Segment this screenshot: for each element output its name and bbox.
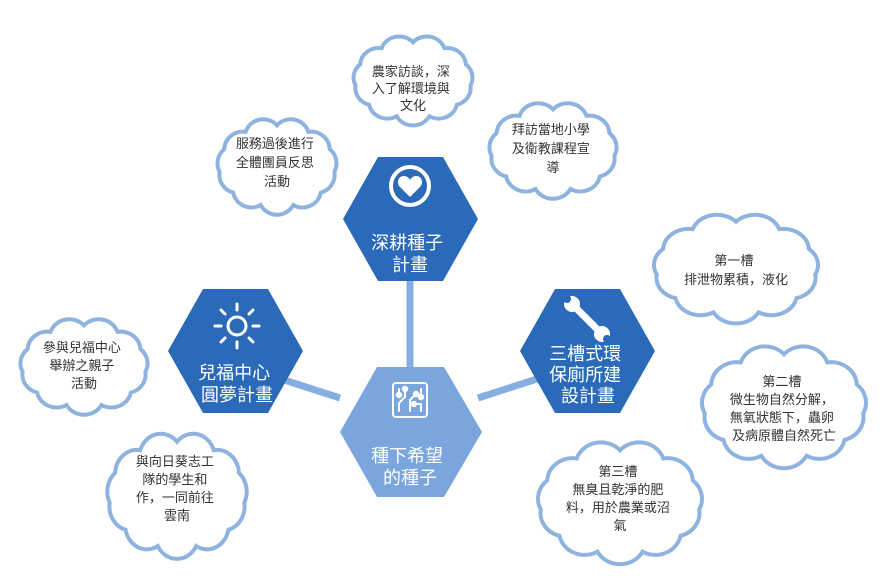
cloud-tank2-line-4: 及病原體自然死亡 [732,428,836,444]
cloud-farmer-text: 農家訪談，深 入了解環境與 文化 [372,64,454,114]
cloud-farmer: 農家訪談，深 入了解環境與 文化 [354,36,473,125]
cloud-tank3-shape [538,442,702,564]
cloud-school-shape [489,103,616,199]
hub-toilet: 三槽式環 保廁所建 設計畫 [520,289,655,413]
cloud-sunflower-shape [107,434,246,559]
cloud-tank3-line-1: 第三槽 [598,465,637,480]
cloud-farmer-shape [354,36,473,125]
connector-center-toilet [476,374,542,402]
cloud-reflect-text: 服務過後進行 全體團員反思 活動 [236,137,318,190]
cloud-tank2-line-1: 第二槽 [762,375,801,390]
cloud-sunflower-line-1: 與向日葵志工 [136,454,214,470]
cloud-sunflower-line-3: 作，一同前往 [136,490,214,506]
cloud-reflect-line-1: 服務過後進行 [236,137,314,152]
cloud-school: 拜訪當地小學 及衛教課程宣 導 [489,103,616,199]
center-line-1: 種下希望 [371,446,443,467]
cloud-sunflower-text: 與向日葵志工 隊的學生和 作，一同前往 雲南 [136,454,218,524]
cloud-sunflower-line-2: 隊的學生和 [142,472,207,488]
cloud-tank1-line-2: 排泄物累積，液化 [684,273,788,288]
hub-child-hexagon [168,289,303,413]
hub-child-line-1: 兒福中心 [198,363,270,384]
sun-icon [213,302,261,350]
hub-deep-line-1: 深耕種子 [371,233,443,254]
cloud-tank2-text: 第二槽 微生物自然分解， 無氧狀態下，蟲卵 及病原體自然死亡 [730,375,838,444]
cloud-school-text: 拜訪當地小學 及衛教課程宣 導 [512,122,594,176]
hub-deep-hexagon [343,157,478,281]
connector-lines [276,280,542,402]
cloud-tank3-line-3: 料，用於農業或沼 [566,500,670,516]
cloud-tank3-line-4: 氣 [613,519,626,534]
cloud-parent-shape [20,319,147,415]
hub-deep-label: 深耕種子 計畫 [371,233,449,276]
cloud-school-line-1: 拜訪當地小學 [512,122,590,138]
cloud-farmer-line-1: 農家訪談，深 [372,64,450,80]
wrench-icon [563,295,611,343]
hub-deep-line-2: 計畫 [392,255,428,276]
cloud-tank3: 第三槽 無臭且乾淨的肥 料，用於農業或沼 氣 [538,442,702,564]
cloud-reflect-shape [218,119,337,215]
cloud-school-line-3: 導 [546,161,559,176]
hub-toilet-hexagon [520,289,655,413]
hub-toilet-line-3: 設計畫 [561,386,615,407]
hub-child-line-2: 圓夢計畫 [201,385,273,406]
hub-toilet-line-2: 保廁所建 [549,364,621,386]
center-label: 種下希望 的種子 [371,446,449,489]
cloud-sunflower-line-4: 雲南 [164,508,190,524]
cloud-farmer-line-3: 文化 [400,99,426,114]
cloud-tank1-text: 第一槽 排泄物累積，液化 [684,254,788,288]
cloud-tank3-line-2: 無臭且乾淨的肥 [572,482,663,498]
cloud-tank1-shape [654,215,818,324]
cloud-reflect: 服務過後進行 全體團員反思 活動 [218,119,337,215]
hub-toilet-label: 三槽式環 保廁所建 設計畫 [549,344,627,407]
cloud-school-line-2: 及衛教課程宣 [512,141,590,157]
connector-center-child [276,374,342,402]
cloud-reflect-line-3: 活動 [264,175,290,190]
cloud-tank2-line-3: 無氧狀態下，蟲卵 [730,410,834,426]
cloud-parent-line-3: 活動 [71,377,97,392]
heart-icon [389,165,431,207]
circuit-chip-icon [392,382,428,418]
cloud-parent-line-1: 參與兒福中心 [43,341,121,356]
cloud-tank2: 第二槽 微生物自然分解， 無氧狀態下，蟲卵 及病原體自然死亡 [702,346,866,468]
cloud-parent-text: 參與兒福中心 舉辦之親子 活動 [43,341,125,392]
hub-deep-cultivation: 深耕種子 計畫 [343,157,478,281]
center-hexagon [340,367,482,497]
cloud-tank1: 第一槽 排泄物累積，液化 [654,215,818,324]
cloud-sunflower: 與向日葵志工 隊的學生和 作，一同前往 雲南 [107,434,246,559]
cloud-tank1-line-1: 第一槽 [714,254,753,269]
hub-child-welfare: 兒福中心 圓夢計畫 [168,289,303,413]
cloud-parent-line-2: 舉辦之親子 [49,358,114,374]
cloud-tank3-text: 第三槽 無臭且乾淨的肥 料，用於農業或沼 氣 [566,465,674,534]
hub-toilet-line-1: 三槽式環 [549,344,621,365]
hub-child-label: 兒福中心 圓夢計畫 [198,363,276,406]
center-node: 種下希望 的種子 [340,367,482,497]
center-line-2: 的種子 [383,468,437,489]
cloud-tank2-shape [702,346,866,468]
cloud-farmer-line-2: 入了解環境與 [372,82,450,97]
cloud-tank2-line-2: 微生物自然分解， [730,392,834,408]
cloud-reflect-line-2: 全體團員反思 [236,155,314,171]
cloud-parent: 參與兒福中心 舉辦之親子 活動 [20,319,147,415]
